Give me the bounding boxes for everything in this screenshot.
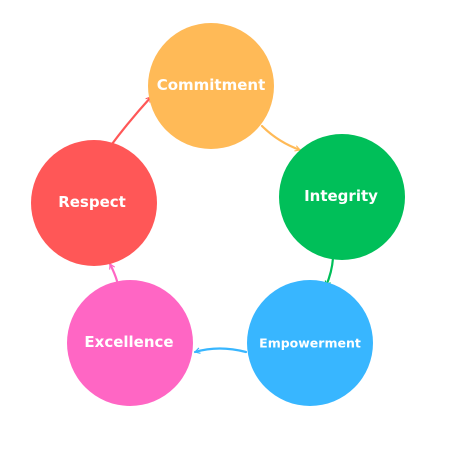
empowerment-circle [247,280,373,406]
commitment-circle [148,23,274,149]
integrity-circle [279,134,405,260]
integrity-label: Integrity [304,187,378,205]
cycle-arrows [108,95,335,354]
arrow-commitment-to-integrity [260,124,302,152]
node-commitment: Commitment [148,23,274,149]
arrow-integrity-to-empowerment [324,256,335,288]
node-empowerment: Empowerment [247,280,373,406]
arrow-excellence-to-respect [108,262,119,283]
node-excellence: Excellence [67,280,193,406]
respect-circle [31,140,157,266]
arrow-respect-to-commitment [110,95,153,146]
arrow-empowerment-to-excellence [193,347,248,354]
node-integrity: Integrity [279,134,405,260]
node-respect: Respect [31,140,157,266]
empowerment-label: Empowerment [259,336,361,351]
respect-label: Respect [58,193,126,211]
excellence-circle [67,280,193,406]
commitment-label: Commitment [157,76,266,94]
excellence-label: Excellence [84,333,173,351]
